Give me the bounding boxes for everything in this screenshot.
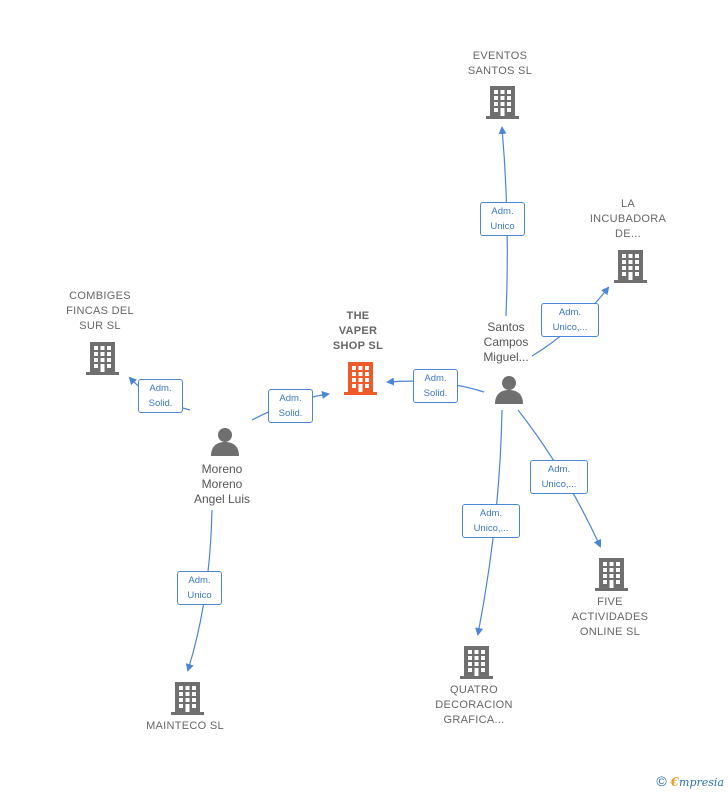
building-icon[interactable] <box>486 84 519 120</box>
person-label-moreno[interactable]: Moreno Moreno Angel Luis <box>193 462 251 506</box>
person-icon[interactable] <box>494 374 524 404</box>
brand-footer[interactable]: ©€mpresia <box>656 773 724 789</box>
building-icon[interactable] <box>171 680 204 716</box>
company-label-combiges[interactable]: COMBIGES FINCAS DEL SUR SL <box>66 290 134 332</box>
building-icon[interactable] <box>614 248 647 284</box>
building-icon[interactable] <box>86 340 119 376</box>
building-icon[interactable] <box>460 644 493 680</box>
company-label-eventos[interactable]: EVENTOS SANTOS SL <box>467 50 533 77</box>
brand-logo-initial: € <box>670 775 680 789</box>
edge-label-santos-center: Adm. Solid. <box>413 369 458 403</box>
edge-label-moreno-combiges: Adm. Solid. <box>138 379 183 413</box>
edge-label-santos-quatro: Adm. Unico,... <box>462 504 520 538</box>
edge-label-santos-incubadora: Adm. Unico,... <box>541 303 599 337</box>
person-label-santos[interactable]: Santos Campos Miguel... <box>483 320 529 364</box>
person-icon[interactable] <box>210 426 240 456</box>
company-label-incubadora[interactable]: LA INCUBADORA DE... <box>589 198 667 240</box>
building-icon[interactable] <box>595 556 628 592</box>
edge-label-moreno-center: Adm. Solid. <box>268 389 313 423</box>
center-company-label[interactable]: THE VAPER SHOP SL <box>332 310 384 352</box>
company-label-mainteco[interactable]: MAINTECO SL <box>146 720 224 732</box>
company-label-quatro[interactable]: QUATRO DECORACION GRAFICA... <box>435 684 513 726</box>
edge-label-moreno-mainteco: Adm. Unico <box>177 571 222 605</box>
edge-label-santos-five: Adm. Unico,... <box>530 460 588 494</box>
building-icon[interactable] <box>344 360 377 396</box>
brand-logo-text: mpresia <box>679 776 724 789</box>
copyright-icon: © <box>656 773 667 789</box>
company-label-five[interactable]: FIVE ACTIVIDADES ONLINE SL <box>571 596 649 638</box>
edge-label-santos-eventos: Adm. Unico <box>480 202 525 236</box>
